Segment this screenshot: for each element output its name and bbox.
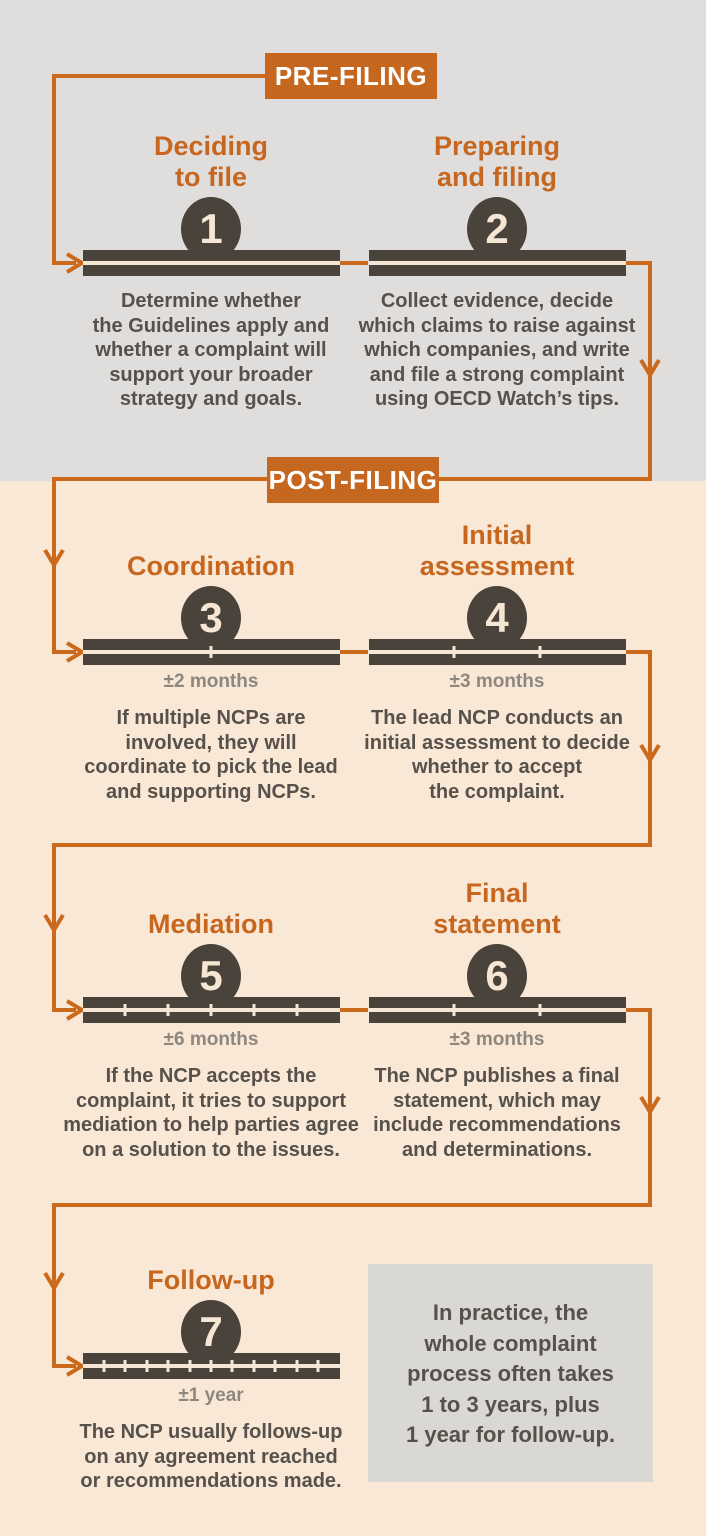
timeline-track — [368, 650, 626, 654]
tick-mark — [209, 646, 213, 658]
arrowhead-down-icon — [639, 358, 661, 379]
arrowhead-down-icon — [43, 548, 65, 569]
arrowhead-right-icon — [65, 999, 86, 1021]
arrowhead-down-icon — [43, 1271, 65, 1292]
step-description: Collect evidence, decide which claims to… — [358, 290, 636, 410]
arrowhead-down-icon — [639, 1095, 661, 1116]
tick-mark — [123, 1360, 127, 1372]
step-title: Mediation — [148, 909, 274, 939]
step-5-mediation: Mediation 5 ±6 months If the NCP accepts… — [61, 878, 361, 1162]
timeline-track — [368, 261, 626, 265]
arrowhead-down-icon — [639, 743, 661, 764]
tick-mark — [252, 1360, 256, 1372]
step-number: 3 — [199, 594, 223, 641]
timeline-bar — [82, 250, 340, 276]
arrowhead-down-icon — [43, 913, 65, 934]
step-number: 5 — [199, 952, 223, 999]
tick-mark — [273, 1360, 277, 1372]
step-title: Preparing and filing — [433, 131, 561, 192]
tick-mark — [452, 1004, 456, 1016]
timeline-track — [368, 1008, 626, 1012]
timeline-bar — [368, 997, 626, 1023]
pre-filing-banner: PRE-FILING — [265, 53, 437, 99]
tick-mark — [538, 1004, 542, 1016]
tick-mark — [209, 1360, 213, 1372]
pre-filing-banner-label: PRE-FILING — [274, 60, 428, 91]
step-number: 2 — [485, 205, 509, 252]
duration-summary-note: In practice, the whole complaint process… — [368, 1264, 653, 1482]
step-6-final-statement: Final statement 6 ±3 months The NCP publ… — [347, 878, 647, 1162]
tick-mark — [188, 1360, 192, 1372]
arrowhead-right-icon — [65, 641, 86, 663]
tick-mark — [230, 1360, 234, 1372]
step-3-coordination: Coordination 3 ±2 months If multiple NCP… — [61, 520, 361, 804]
tick-mark — [166, 1360, 170, 1372]
step-description: The lead NCP conducts an initial assessm… — [364, 707, 630, 803]
step-number: 7 — [199, 1308, 223, 1355]
duration-summary-text: In practice, the whole complaint process… — [405, 1300, 616, 1447]
step-title: Deciding to file — [153, 131, 268, 192]
flow-line-step6-to-step7 — [52, 1008, 652, 1368]
tick-mark — [538, 646, 542, 658]
duration-label: ±6 months — [163, 1029, 259, 1050]
step-description: If the NCP accepts the complaint, it tri… — [63, 1065, 359, 1161]
tick-mark — [295, 1360, 299, 1372]
tick-mark — [166, 1004, 170, 1016]
step-description: Determine whether the Guidelines apply a… — [92, 290, 330, 410]
tick-mark — [209, 1004, 213, 1016]
timeline-bar — [82, 997, 340, 1023]
step-title: Final statement — [433, 878, 561, 939]
duration-label: ±3 months — [449, 1029, 545, 1050]
flow-line-step4-to-step5 — [52, 650, 652, 1012]
step-1-deciding-to-file: Deciding to file 1 Determine whether the… — [61, 131, 361, 412]
step-number: 6 — [485, 952, 509, 999]
timeline-track — [82, 261, 340, 265]
step-title: Coordination — [127, 551, 295, 581]
step-description: The NCP publishes a final statement, whi… — [373, 1065, 621, 1161]
flow-line-pre-to-step1 — [52, 74, 265, 265]
timeline-bar — [82, 639, 340, 665]
post-filing-banner: POST-FILING — [267, 457, 439, 503]
tick-mark — [123, 1004, 127, 1016]
tick-mark — [252, 1004, 256, 1016]
step-7-follow-up: Follow-up 7 ±1 year The NCP usually foll… — [61, 1234, 361, 1494]
flow-line-step2-to-post — [439, 261, 652, 481]
arrowhead-right-icon — [65, 252, 86, 274]
timeline-bar — [368, 639, 626, 665]
duration-label: ±3 months — [449, 671, 545, 692]
tick-mark — [145, 1360, 149, 1372]
tick-mark — [295, 1004, 299, 1016]
arrowhead-right-icon — [65, 1355, 86, 1377]
post-filing-banner-label: POST-FILING — [268, 464, 438, 495]
step-4-initial-assessment: Initial assessment 4 ±3 months The lead … — [347, 520, 647, 804]
timeline-bar — [82, 1353, 340, 1379]
tick-mark — [452, 646, 456, 658]
duration-label: ±1 year — [178, 1385, 244, 1406]
step-title: Initial assessment — [419, 520, 575, 581]
step-title: Follow-up — [147, 1265, 275, 1295]
timeline-bar — [368, 250, 626, 276]
step-number-badge: 3 — [181, 586, 241, 650]
duration-label: ±2 months — [163, 671, 259, 692]
step-description: The NCP usually follows-up on any agreem… — [79, 1421, 343, 1492]
tick-mark — [316, 1360, 320, 1372]
tick-mark — [102, 1360, 106, 1372]
step-2-preparing-and-filing: Preparing and filing 2 Collect evidence,… — [347, 131, 647, 412]
step-number: 4 — [485, 594, 509, 641]
step-description: If multiple NCPs are involved, they will… — [84, 707, 338, 803]
step-number: 1 — [199, 205, 223, 252]
